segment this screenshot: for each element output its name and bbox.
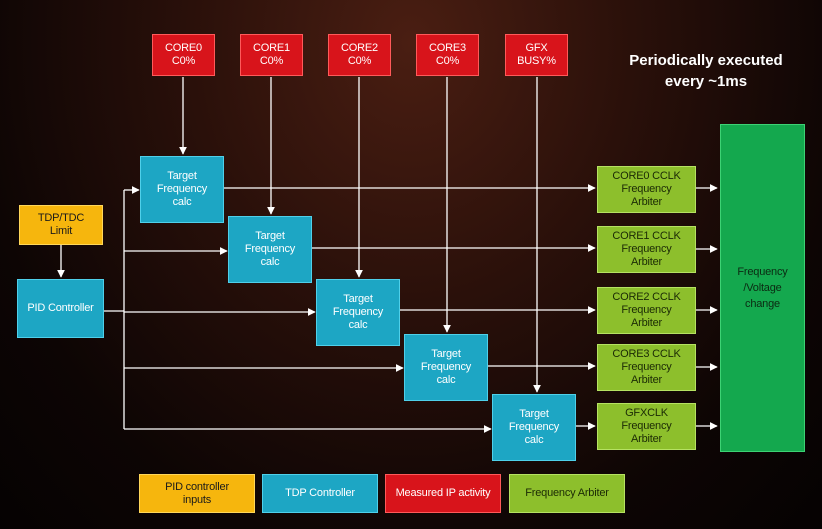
tdp-tdc-limit-box: TDP/TDC Limit xyxy=(19,205,103,245)
core1-cclk-arbiter: CORE1 CCLK Frequency Arbiter xyxy=(597,226,696,273)
core1-activity-box: CORE1 C0% xyxy=(240,34,303,76)
core0-cclk-arbiter: CORE0 CCLK Frequency Arbiter xyxy=(597,166,696,213)
target-frequency-calc-core2: Target Frequency calc xyxy=(316,279,400,346)
core3-activity-box: CORE3 C0% xyxy=(416,34,479,76)
core2-activity-box: CORE2 C0% xyxy=(328,34,391,76)
frequency-voltage-change-box: Frequency /Voltage change xyxy=(720,124,805,452)
core2-cclk-arbiter: CORE2 CCLK Frequency Arbiter xyxy=(597,287,696,334)
core3-cclk-arbiter: CORE3 CCLK Frequency Arbiter xyxy=(597,344,696,391)
target-frequency-calc-core3: Target Frequency calc xyxy=(404,334,488,401)
target-frequency-calc-core1: Target Frequency calc xyxy=(228,216,312,283)
execution-note: Periodically executed every ~1ms xyxy=(629,52,783,90)
legend-frequency-arbiter: Frequency Arbiter xyxy=(509,474,625,513)
core0-activity-box: CORE0 C0% xyxy=(152,34,215,76)
legend-pid-inputs: PID controller inputs xyxy=(139,474,255,513)
pid-controller-box: PID Controller xyxy=(17,279,104,338)
legend-measured-ip-activity: Measured IP activity xyxy=(385,474,501,513)
gfxclk-arbiter: GFXCLK Frequency Arbiter xyxy=(597,403,696,450)
target-frequency-calc-core0: Target Frequency calc xyxy=(140,156,224,223)
target-frequency-calc-gfx: Target Frequency calc xyxy=(492,394,576,461)
gfx-activity-box: GFX BUSY% xyxy=(505,34,568,76)
legend-tdp-controller: TDP Controller xyxy=(262,474,378,513)
